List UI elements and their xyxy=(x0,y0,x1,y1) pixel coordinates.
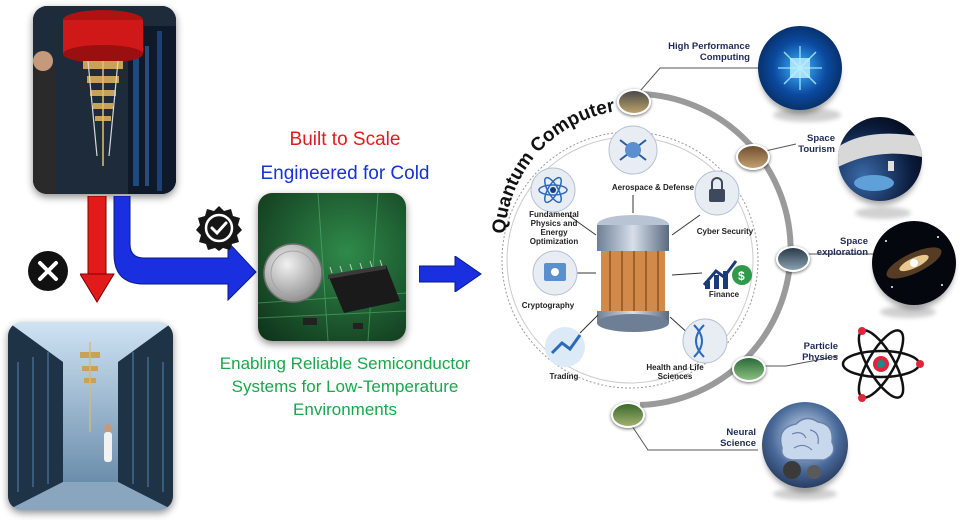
label-neural-science: Neural Science xyxy=(720,427,756,449)
trading-icon xyxy=(545,327,585,367)
hpc-image xyxy=(758,26,842,110)
quantum-computer-diagram: Quantum Computer $ xyxy=(489,90,794,408)
headline-built-to-scale: Built to Scale xyxy=(289,129,401,150)
brain-illustration xyxy=(779,417,835,479)
aerospace-icon xyxy=(608,125,658,175)
space-tourism-image xyxy=(838,117,922,201)
cyber-security-icon xyxy=(694,170,740,216)
hpc-illustration xyxy=(778,46,822,90)
space-exploration-illustration xyxy=(885,236,943,288)
label-particle-physics: Particle Physics xyxy=(802,341,838,363)
checkmark-badge-icon xyxy=(196,206,242,251)
label-space-exploration: Space exploration xyxy=(816,236,868,258)
app-label-health: Health and Life Sciences xyxy=(646,363,704,381)
space-exploration-image xyxy=(872,221,956,305)
app-label-finance: Finance xyxy=(708,290,740,299)
app-label-cryptography: Cryptography xyxy=(521,301,575,310)
chip-illustration xyxy=(258,193,406,341)
blue-right-arrow xyxy=(419,256,482,292)
label-high-performance-computing: High Performance Computing xyxy=(668,41,750,63)
x-circle-icon xyxy=(28,251,68,291)
red-down-arrow xyxy=(80,196,115,303)
neural-science-image xyxy=(762,402,848,488)
finance-icon: $ xyxy=(702,260,752,289)
app-label-aerospace: Aerospace & Defense xyxy=(611,183,695,192)
dilution-fridge-photo xyxy=(33,6,176,194)
svg-text:$: $ xyxy=(738,269,745,283)
chip-photo xyxy=(258,193,406,341)
label-space-tourism: Space Tourism xyxy=(798,133,835,155)
ring-thumb-particle xyxy=(732,356,766,382)
data-center-photo xyxy=(8,322,173,510)
space-tourism-illustration xyxy=(838,133,922,191)
ring-thumb-neural xyxy=(611,402,645,428)
cryptography-icon xyxy=(532,250,578,296)
app-label-trading: Trading xyxy=(549,372,579,381)
headline-engineered-for-cold: Engineered for Cold xyxy=(260,163,430,184)
data-center-illustration xyxy=(8,322,173,510)
atom-image xyxy=(841,327,924,402)
dilution-fridge-illustration xyxy=(33,6,176,194)
blue-bent-arrow xyxy=(113,196,257,302)
health-icon xyxy=(682,318,728,364)
ring-thumb-space-tourism xyxy=(736,144,770,170)
ring-thumb-space-exploration xyxy=(776,246,810,272)
enabling-description: Enabling Reliable Semiconductor Systems … xyxy=(219,354,471,419)
app-label-physics: Fundamental Physics and Energy Optimizat… xyxy=(529,210,579,246)
app-label-cyber-security: Cyber Security xyxy=(696,227,754,236)
physics-icon xyxy=(530,167,576,213)
ring-thumb-hpc xyxy=(617,89,651,115)
